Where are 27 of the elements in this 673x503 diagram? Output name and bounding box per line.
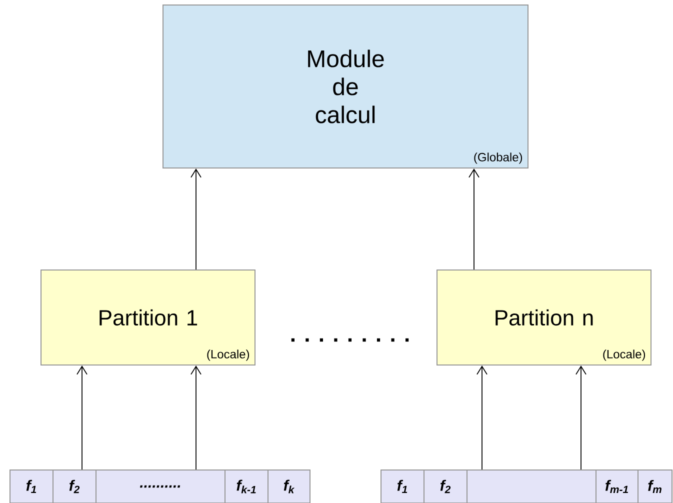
cell: f$_{k}$ <box>268 470 310 503</box>
node-label: f$_{k-1}$ <box>236 480 256 494</box>
scope-label: (Locale) <box>207 350 250 361</box>
cell: f$_{1}$ <box>10 470 54 503</box>
node-label: .......... <box>140 485 180 488</box>
node-label: f$_{m}$ <box>648 480 662 494</box>
scope-label: (Globale) <box>474 152 522 164</box>
cell: f$_{2}$ <box>52 470 96 503</box>
arrow <box>190 168 202 270</box>
cell: f$_{2}$ <box>424 470 468 503</box>
cell: f$_{1}$ <box>380 470 424 503</box>
arrow <box>468 168 480 270</box>
node-label: f$_{1}$ <box>397 480 408 494</box>
arrow <box>76 366 88 470</box>
node-label: f$_{1}$ <box>26 480 36 494</box>
cell: f$_{k-1}$ <box>224 470 268 503</box>
cell: f$_{m-1}$ <box>596 470 638 503</box>
arrow <box>476 366 488 470</box>
cell: f$_{m}$ <box>638 470 672 503</box>
node-label: f$_{k}$ <box>284 480 295 494</box>
ellipsis: . . . . . . . . . <box>291 338 409 342</box>
scope-label: (Locale) <box>603 350 646 361</box>
node-label: f$_{2}$ <box>69 480 80 494</box>
node-label: f$_{2}$ <box>440 480 451 494</box>
arrow <box>190 366 202 470</box>
arrow <box>576 366 586 470</box>
node-label: f$_{m-1}$ <box>605 480 628 494</box>
